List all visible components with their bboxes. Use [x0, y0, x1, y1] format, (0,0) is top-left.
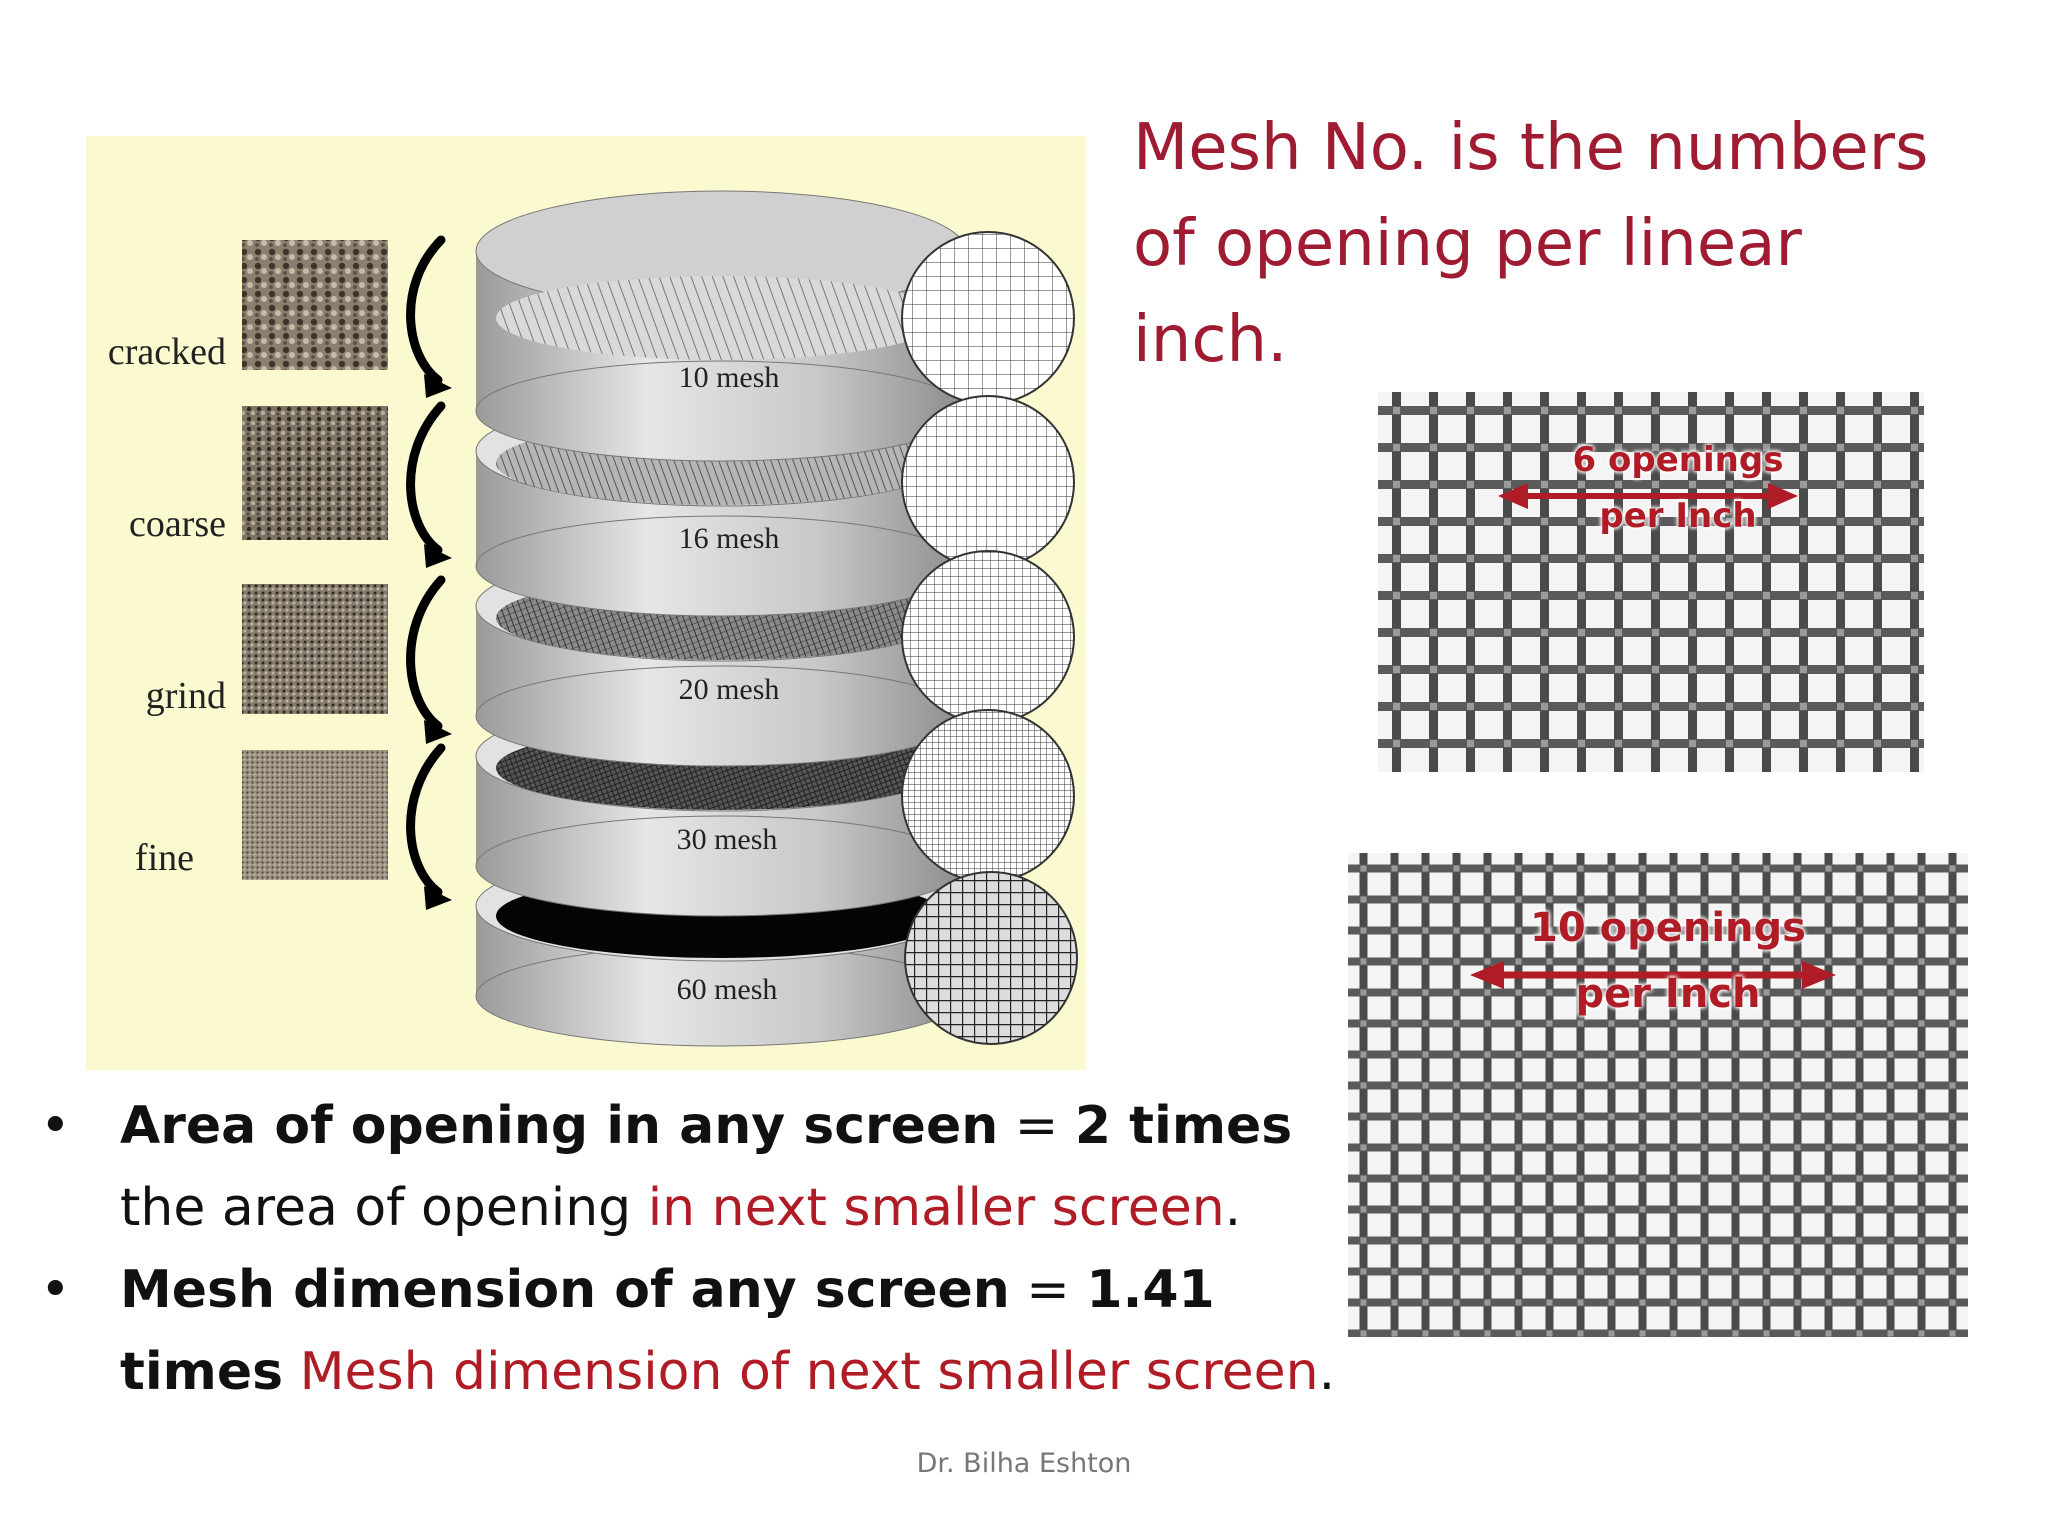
bullet-2-text	[283, 1342, 300, 1402]
sieve-ring-10	[475, 190, 967, 462]
openings-count-6: 6 openings	[1572, 440, 1784, 480]
double-arrow-6	[1498, 483, 1798, 509]
screen-closeup-10	[901, 231, 1075, 405]
screen-closeup-16	[901, 395, 1075, 569]
grade-label-fine: fine	[135, 837, 194, 879]
screen-closeup-20	[901, 550, 1075, 724]
grain-sample-cracked	[242, 240, 388, 370]
mesh-photo-6-openings: 6 openings per Inch	[1378, 392, 1924, 772]
openings-unit-10: per Inch	[1575, 971, 1761, 1017]
wire-mesh-6-image	[1378, 392, 1924, 772]
mesh-label-10: 10 mesh	[679, 361, 780, 394]
bullet-2-factor: 1.41 times	[120, 1260, 1215, 1402]
flow-arrowheads	[424, 374, 452, 910]
bullet-list: • Area of opening in any screen = 2 time…	[40, 1085, 1360, 1413]
bullet-1-subject: Area of opening in any screen	[120, 1096, 999, 1156]
bullet-area-of-opening: • Area of opening in any screen = 2 time…	[40, 1085, 1360, 1249]
wire-mesh-10-image	[1348, 853, 1968, 1337]
mesh-label-30: 30 mesh	[677, 823, 778, 856]
bullet-2-highlight: Mesh dimension of next smaller screen	[299, 1342, 1319, 1402]
bullet-mesh-dimension: • Mesh dimension of any screen = 1.41 ti…	[40, 1249, 1360, 1413]
bullet-marker: •	[40, 1260, 71, 1320]
mesh-photo-10-openings: 10 openings per Inch	[1348, 853, 1968, 1337]
bullet-1-equals: =	[998, 1096, 1075, 1156]
bullet-2-equals: =	[1009, 1260, 1087, 1320]
grade-label-coarse: coarse	[129, 503, 226, 545]
mesh-label-20: 20 mesh	[679, 673, 780, 706]
grade-label-cracked: cracked	[108, 331, 226, 373]
bullet-1-end: .	[1224, 1178, 1242, 1238]
double-arrow-10	[1470, 961, 1836, 989]
bullet-2-end: .	[1318, 1342, 1336, 1402]
footer-author: Dr. Bilha Eshton	[916, 1448, 1132, 1479]
screen-closeup-60	[904, 871, 1078, 1045]
bullet-2-subject: Mesh dimension of any screen	[120, 1260, 1010, 1320]
bullet-marker: •	[40, 1096, 71, 1156]
openings-count-10: 10 openings	[1530, 905, 1806, 951]
grain-sample-coarse	[242, 406, 388, 540]
bullet-1-factor: 2 times	[1074, 1096, 1293, 1156]
mesh-label-60: 60 mesh	[677, 973, 778, 1006]
heading-line-2: of opening per linear	[1133, 207, 1802, 281]
grain-sample-grind	[242, 584, 388, 714]
sieve-stack-diagram: 10 mesh 16 mesh 20 mesh 30 mesh 60 mesh …	[108, 190, 1078, 1047]
flow-arrows	[406, 235, 446, 897]
sieve-ring-20	[475, 550, 967, 767]
heading-line-1: Mesh No. is the numbers	[1133, 111, 1929, 185]
heading-line-3: inch.	[1133, 303, 1288, 377]
sieve-stack-figure: 10 mesh 16 mesh 20 mesh 30 mesh 60 mesh …	[86, 136, 1086, 1070]
grain-sample-fine	[242, 750, 388, 880]
mesh-label-16: 16 mesh	[679, 522, 780, 555]
screen-closeup-30	[901, 709, 1075, 883]
bullet-1-text: the area of opening	[120, 1178, 648, 1238]
slide-heading: Mesh No. is the numbers of opening per l…	[1133, 100, 2013, 388]
grade-label-grind: grind	[146, 675, 226, 717]
openings-unit-6: per Inch	[1599, 496, 1757, 536]
bullet-1-highlight: in next smaller screen	[647, 1178, 1225, 1238]
